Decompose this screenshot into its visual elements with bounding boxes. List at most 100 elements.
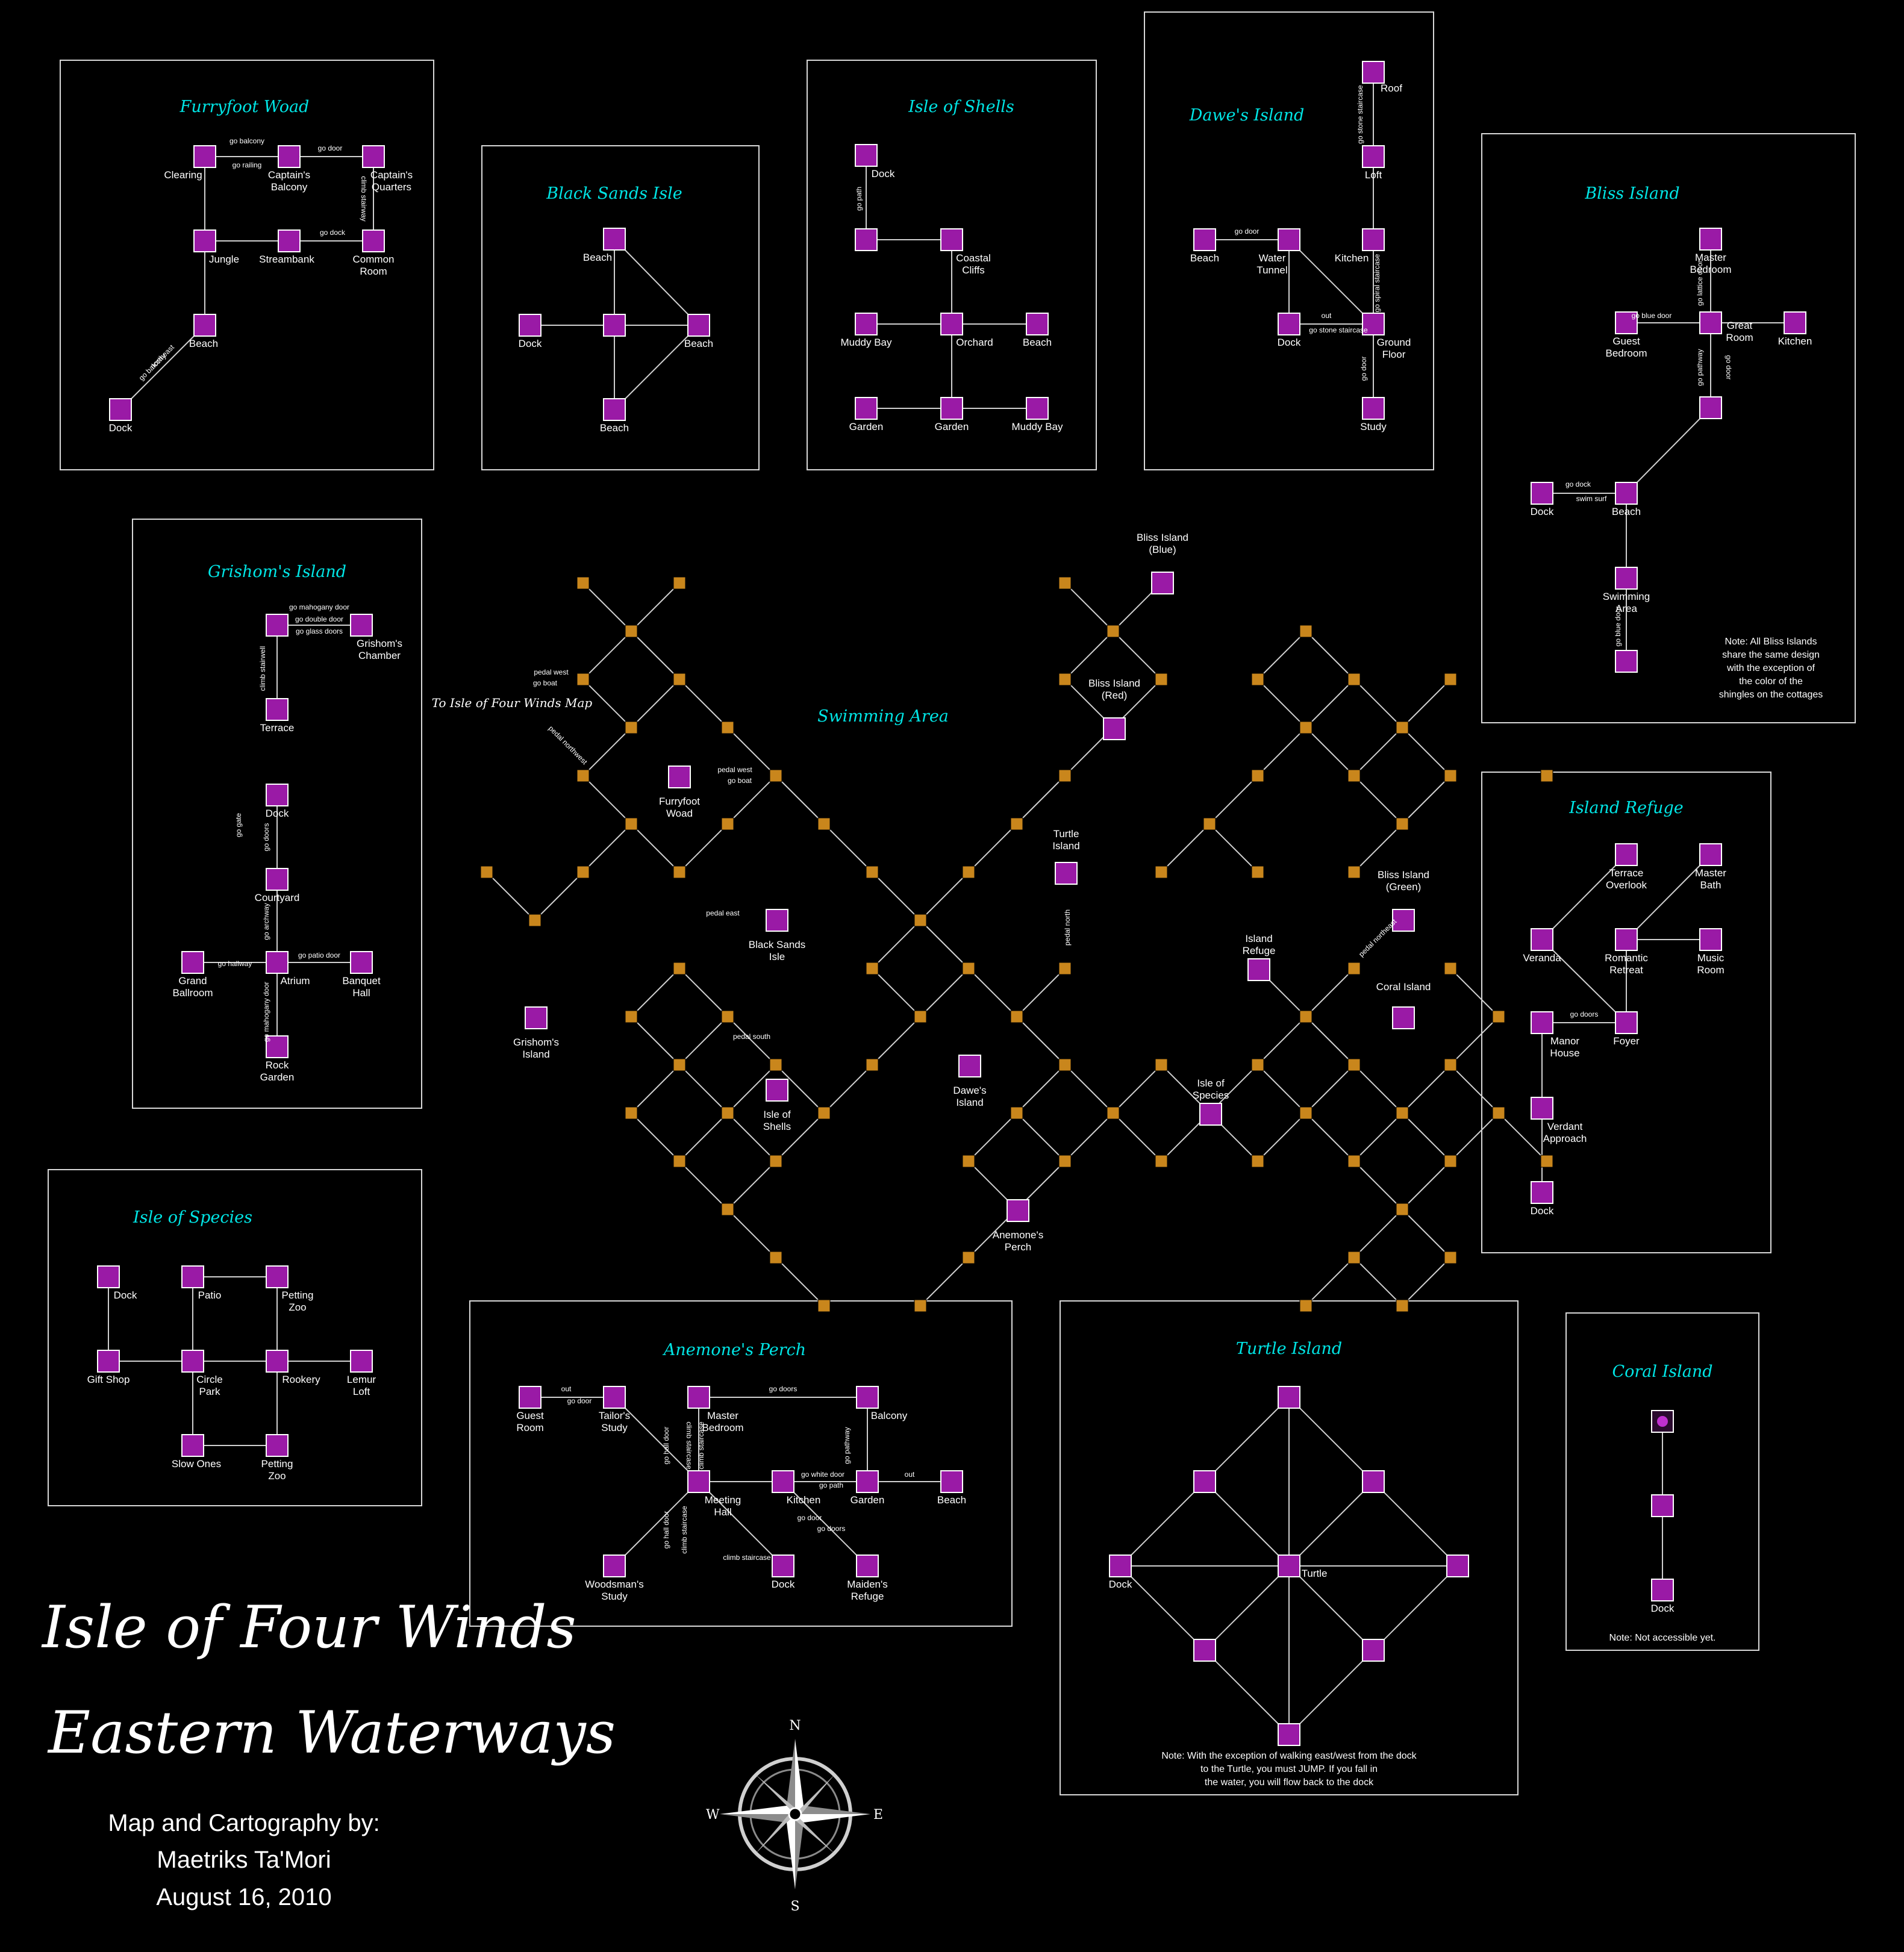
destination-room[interactable] <box>1199 1103 1222 1126</box>
room-label: Dock <box>114 1289 137 1301</box>
compass-e-label: E <box>873 1807 883 1823</box>
room-label: Dock <box>872 168 895 179</box>
swim-exit-label: pedal north <box>1063 909 1072 946</box>
room <box>1651 1579 1674 1601</box>
water-node <box>817 817 831 831</box>
room <box>1531 482 1553 505</box>
room-label: Loft <box>1365 169 1382 181</box>
water-node <box>914 1010 927 1023</box>
destination-room[interactable] <box>1247 958 1270 981</box>
water-node <box>914 1299 927 1312</box>
water-node <box>625 1106 638 1120</box>
map-subtitle: Eastern Waterways <box>47 1699 616 1766</box>
water-node <box>673 576 686 590</box>
room-label: Slow Ones <box>172 1458 221 1470</box>
destination-label: Coral Island <box>1376 981 1431 993</box>
exit-label: go gate <box>234 813 243 837</box>
water-node <box>576 576 590 590</box>
water-node <box>1347 865 1361 879</box>
room-label: Balcony <box>871 1410 908 1421</box>
water-node <box>721 817 734 831</box>
water-node <box>1347 1251 1361 1264</box>
water-node <box>1396 1299 1409 1312</box>
destination-room[interactable] <box>1103 717 1126 740</box>
room-label: Kitchen <box>1778 335 1812 347</box>
water-node <box>576 865 590 879</box>
destination-room[interactable] <box>1392 1006 1415 1029</box>
water-node <box>1058 962 1072 975</box>
exit-label: go mahogany door <box>289 603 349 611</box>
exit-label: go blue door <box>1632 311 1672 320</box>
room <box>1278 1723 1300 1746</box>
exit-label: go doors <box>769 1385 797 1393</box>
destination-room[interactable] <box>668 766 691 788</box>
credit-line-3: August 16, 2010 <box>156 1884 331 1910</box>
exit-label: go pathway <box>843 1427 851 1464</box>
exit-label: go lattice door <box>1696 260 1704 305</box>
water-node <box>817 1106 831 1120</box>
map-title: Isle of Four Winds <box>41 1594 576 1661</box>
exit-label: go hallway <box>218 959 252 968</box>
destination-room[interactable] <box>1007 1199 1029 1222</box>
room <box>1615 482 1638 505</box>
swim-exit-label: go boat <box>533 679 558 687</box>
room-label: Terrace <box>260 722 295 734</box>
room <box>1615 1011 1638 1034</box>
panel-title: Bliss Island <box>1584 184 1679 203</box>
panel-note: Note: Not accessible yet. <box>1609 1633 1716 1643</box>
destination-room[interactable] <box>525 1006 548 1029</box>
water-node <box>866 1058 879 1071</box>
exit-label: go patio door <box>298 951 340 959</box>
water-node <box>625 721 638 734</box>
room-label: Foyer <box>1613 1035 1640 1047</box>
room-label: Dock <box>1651 1603 1675 1614</box>
room <box>1193 1639 1216 1662</box>
panel-title: Turtle Island <box>1236 1339 1342 1358</box>
destination-label: Bliss Island(Red) <box>1088 678 1140 701</box>
water-node <box>914 914 927 927</box>
room <box>266 868 289 891</box>
room <box>266 1035 289 1058</box>
room <box>1699 228 1722 251</box>
room-label: Beach <box>684 338 713 349</box>
swim-exit-label: go boat <box>728 776 752 785</box>
room-label: Beach <box>600 422 629 434</box>
water-node <box>721 721 734 734</box>
destination-room[interactable] <box>766 1079 788 1102</box>
destination-room[interactable] <box>1392 909 1415 932</box>
exit-label: out <box>905 1470 915 1479</box>
exit-label: go path <box>819 1481 843 1489</box>
room-label: Beach <box>189 338 218 349</box>
room-label: Dock <box>1278 337 1301 348</box>
destination-room[interactable] <box>958 1055 981 1077</box>
panel-title: Isle of Species <box>133 1208 252 1227</box>
water-node <box>1444 1251 1457 1264</box>
water-node <box>1444 1058 1457 1071</box>
destination-room[interactable] <box>766 909 788 932</box>
room <box>1699 396 1722 419</box>
exit-label: climb stairwell <box>258 646 267 691</box>
room <box>1278 228 1300 251</box>
swim-title: Swimming Area <box>817 707 949 726</box>
destination-room[interactable] <box>1055 862 1078 885</box>
destination-room[interactable] <box>1151 572 1174 594</box>
exit-label: go door <box>1725 355 1733 380</box>
swim-exit-label: pedal west <box>717 766 752 774</box>
